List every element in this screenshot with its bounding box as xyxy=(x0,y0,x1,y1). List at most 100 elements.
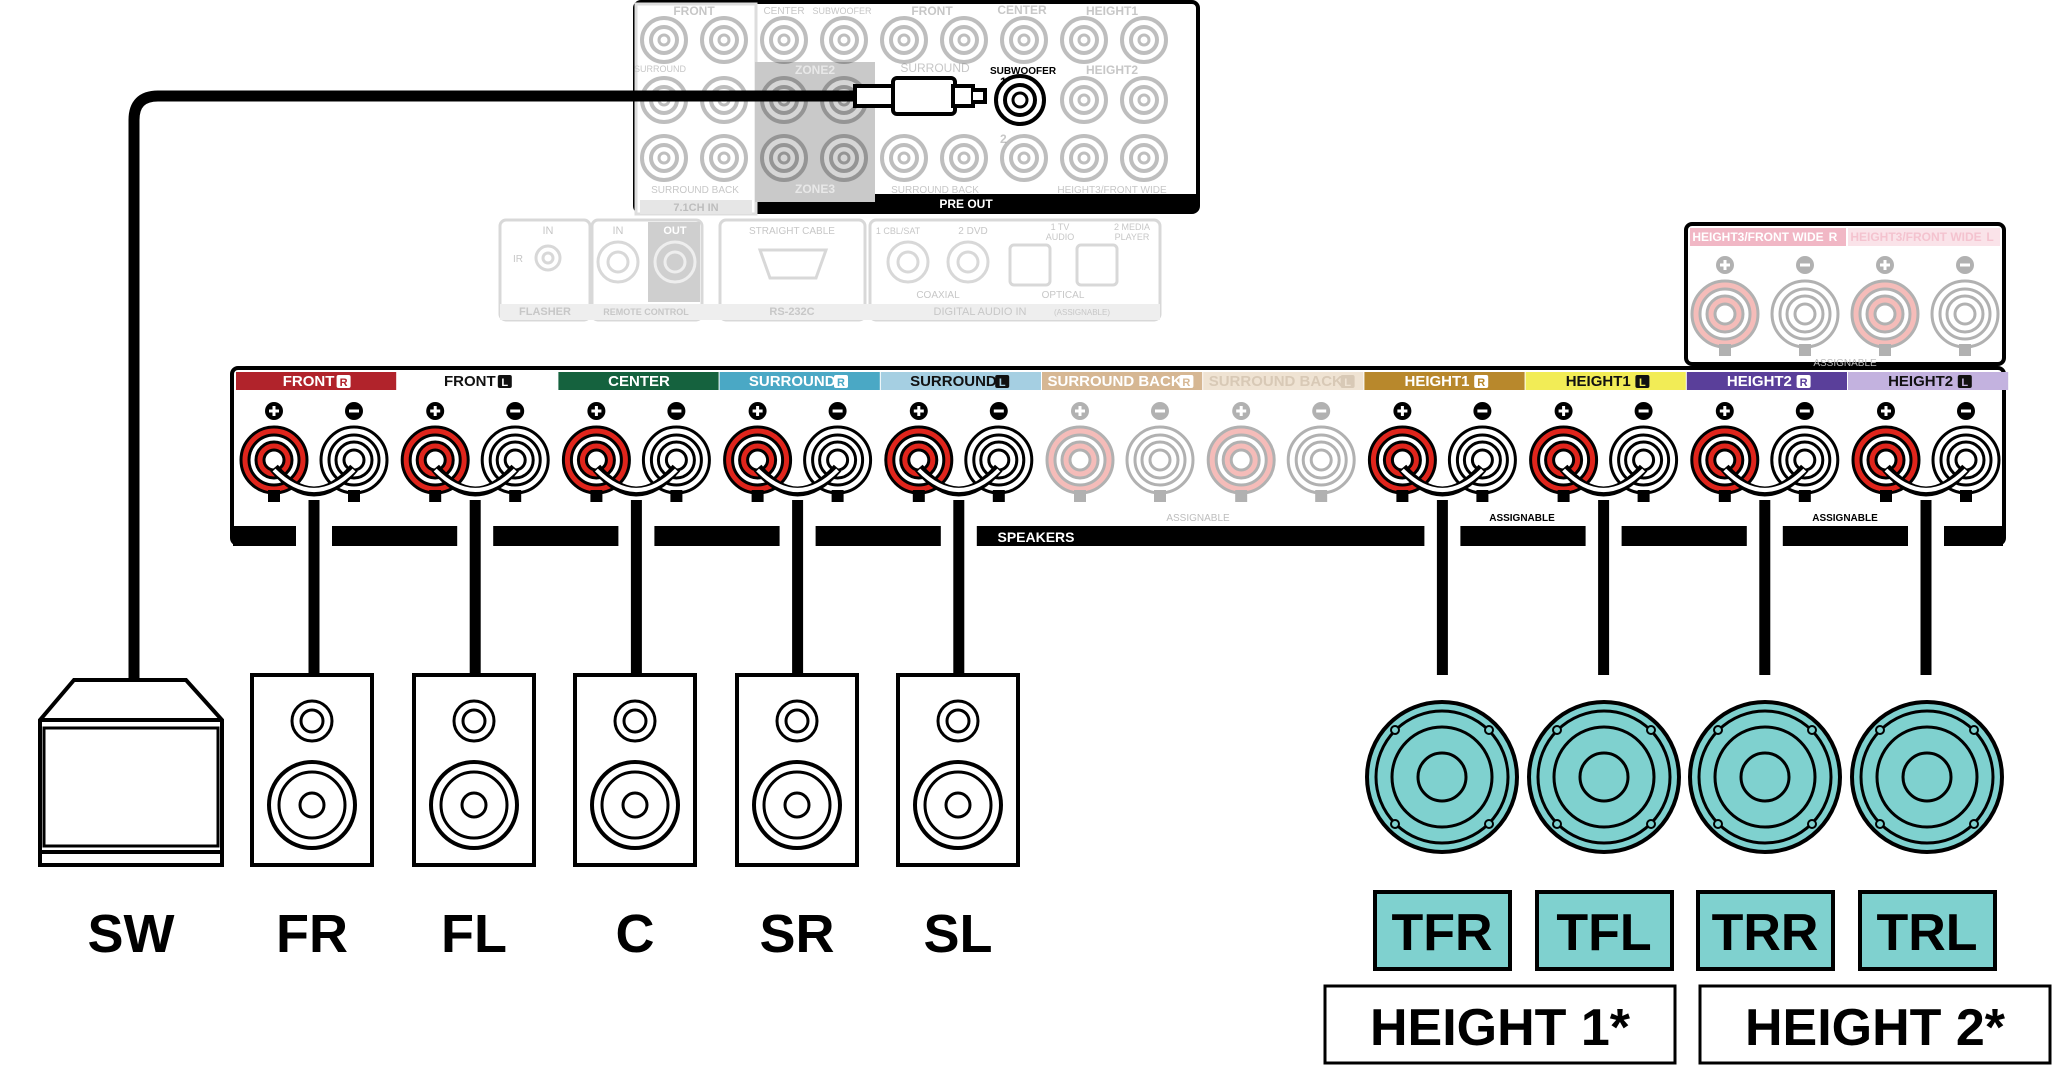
preout-jack-12 xyxy=(880,16,928,64)
band-label-2: CENTER xyxy=(608,373,670,390)
pre-out-panel: PRE OUT 7.1CH IN FRONT CENTER SUBWOOFER … xyxy=(633,0,1200,216)
ceiling-speaker-1 xyxy=(1527,700,1681,854)
preout-jack-5 xyxy=(700,134,748,182)
player-label: PLAYER xyxy=(1115,232,1150,242)
terminal-neg-8 xyxy=(1609,402,1679,502)
terminal-neg-2 xyxy=(641,402,711,502)
label-height2: HEIGHT 2* xyxy=(1745,999,2006,1057)
speakers-bar xyxy=(233,526,2003,546)
height3-panel: HEIGHT3/FRONT WIDE R HEIGHT3/FRONT WIDE … xyxy=(1684,222,2006,366)
band-label-0: FRONT xyxy=(283,373,335,390)
terminal-pos-5 xyxy=(1045,402,1115,502)
label-sl: SL xyxy=(923,904,992,964)
terminal-neg-10 xyxy=(1931,402,2001,502)
coax-jack-2 xyxy=(946,240,990,284)
terminal-neg-5 xyxy=(1125,402,1195,502)
wire-join-inner-10 xyxy=(1884,468,1968,492)
label-trr: TRR xyxy=(1712,904,1819,962)
speakers-label: SPEAKERS xyxy=(997,529,1074,545)
height3-r-side: R xyxy=(1829,230,1838,244)
preout-jack-16 xyxy=(1120,16,1168,64)
terminal-neg-9 xyxy=(1770,402,1840,502)
height3-l-band xyxy=(1848,228,2000,246)
wire-join-inner-3 xyxy=(756,468,840,492)
preout-front2-label: FRONT xyxy=(911,4,953,18)
band-side-3: R xyxy=(837,377,845,389)
floor-speaker-0 xyxy=(250,673,374,867)
optical-port-1 xyxy=(1008,243,1052,287)
pre-out-label: PRE OUT xyxy=(939,197,993,211)
band-side-8: L xyxy=(1639,377,1646,389)
dvd-label: 2 DVD xyxy=(958,226,987,237)
label-sr: SR xyxy=(759,904,834,964)
label-fr: FR xyxy=(276,904,348,964)
height3-r-band xyxy=(1690,228,1846,246)
preout-sub-active-label: SUBWOOFER xyxy=(990,66,1057,77)
optical-port-2 xyxy=(1075,243,1119,287)
preout-surround-label: SURROUND xyxy=(634,64,687,74)
terminal-pos-4 xyxy=(884,402,954,502)
band-side-6: L xyxy=(1344,377,1351,389)
remote-control-label: REMOTE CONTROL xyxy=(603,307,689,317)
assignable-faded-label: ASSIGNABLE xyxy=(1166,513,1230,524)
sub-num-2: 2 xyxy=(1000,132,1007,146)
terminal-neg-0 xyxy=(319,402,389,502)
rs232c-label: RS-232C xyxy=(769,306,814,318)
digital-audio-in-label: DIGITAL AUDIO IN xyxy=(934,306,1027,318)
audio-label: AUDIO xyxy=(1046,232,1075,242)
io-labels: IN IR FLASHER IN OUT REMOTE CONTROL STRA… xyxy=(513,222,1150,318)
band-side-7: R xyxy=(1477,377,1485,389)
preout-surround2-label: SURROUND xyxy=(900,61,970,75)
ch71-bar xyxy=(640,200,752,214)
preout-jack-17 xyxy=(880,134,928,182)
rca-plug xyxy=(853,76,987,116)
tv-label: 1 TV xyxy=(1051,222,1070,232)
band-side-9: R xyxy=(1800,377,1808,389)
label-sw: SW xyxy=(88,904,175,964)
ch71-in-frame xyxy=(634,2,758,216)
floor-speaker-2 xyxy=(573,673,697,867)
preout-jack-4 xyxy=(640,134,688,182)
assignable-height3-label: ASSIGNABLE xyxy=(1813,358,1877,369)
preout-surround-back-label: SURROUND BACK xyxy=(651,185,739,196)
band-label-7: HEIGHT1 xyxy=(1404,373,1469,390)
label-trl: TRL xyxy=(1876,904,1977,962)
cables xyxy=(308,500,1932,675)
tag-trr-box xyxy=(1696,890,1835,971)
band-label-1: FRONT xyxy=(444,373,496,390)
band-side-5: R xyxy=(1182,377,1190,389)
height3-l-side: L xyxy=(1986,230,1993,244)
preout-front-label: FRONT xyxy=(673,4,715,18)
band-side-10: L xyxy=(1961,377,1968,389)
preout-jack-0 xyxy=(640,16,688,64)
io-panel xyxy=(498,218,1162,322)
rc-out-label: OUT xyxy=(663,225,687,237)
subwoofer xyxy=(38,678,224,867)
terminal-pos-1 xyxy=(400,402,470,502)
ir-jack xyxy=(534,244,562,272)
assignable-height2-label: ASSIGNABLE xyxy=(1812,513,1878,524)
preout-jack-1 xyxy=(700,16,748,64)
top-speaker-tags: TFR TFL TRR TRL HEIGHT 1* HEIGHT 2* xyxy=(1323,890,2052,1065)
terminal-pos-3 xyxy=(723,402,793,502)
wire-join-inner-2 xyxy=(594,468,678,492)
speakers-panel: SPEAKERS ASSIGNABLE ASSIGNABLE ASSIGNABL… xyxy=(230,358,2009,546)
wire-join-inner-0 xyxy=(272,468,356,492)
tag-trl-box xyxy=(1858,890,1997,971)
tag-tfl-box xyxy=(1535,890,1674,971)
preout-surround-back2-label: SURROUND BACK xyxy=(891,185,979,196)
rs232c-port xyxy=(757,248,829,280)
band-label-3: SURROUND xyxy=(749,373,836,390)
ir-in-label: IN xyxy=(543,225,554,237)
preout-jack-18 xyxy=(940,134,988,182)
io-bottom-bar xyxy=(500,304,1160,320)
terminal-pos-10 xyxy=(1851,402,1921,502)
